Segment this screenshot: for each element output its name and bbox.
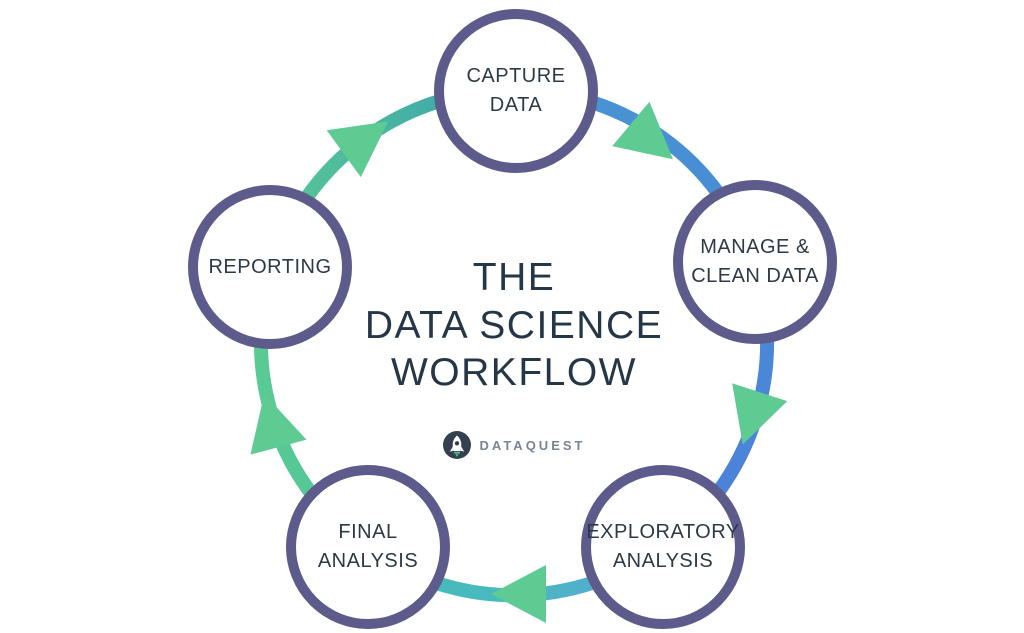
arrow-reporting-to-capture-icon [326,121,389,178]
brand-wordmark: DATAQUEST [479,437,586,453]
rocket-badge-icon [442,431,471,459]
node-capture-data-label: CAPTURE DATA [466,65,566,116]
brand-logo: DATAQUEST [289,431,739,459]
node-final-analysis: FINAL ANALYSIS [286,465,450,629]
diagram-title: THE DATA SCIENCE WORKFLOW [364,256,664,395]
node-manage-clean-data-label: MANAGE & CLEAN DATA [691,236,819,287]
node-reporting-label: REPORTING [208,255,332,278]
node-exploratory-analysis-label: EXPLORATORY ANALYSIS [586,521,740,572]
node-reporting: REPORTING [188,185,352,349]
node-manage-clean-data: MANAGE & CLEAN DATA [673,180,837,344]
node-exploratory-analysis: EXPLORATORY ANALYSIS [581,465,745,629]
arrow-capture-to-manage-icon [612,101,673,160]
arrow-manage-to-exploratory-icon [732,383,788,445]
arrow-final-to-reporting-icon [250,394,307,455]
node-final-analysis-label: FINAL ANALYSIS [317,521,419,572]
node-capture-data: CAPTURE DATA [434,9,598,173]
arrow-exploratory-to-final-icon [491,565,546,623]
